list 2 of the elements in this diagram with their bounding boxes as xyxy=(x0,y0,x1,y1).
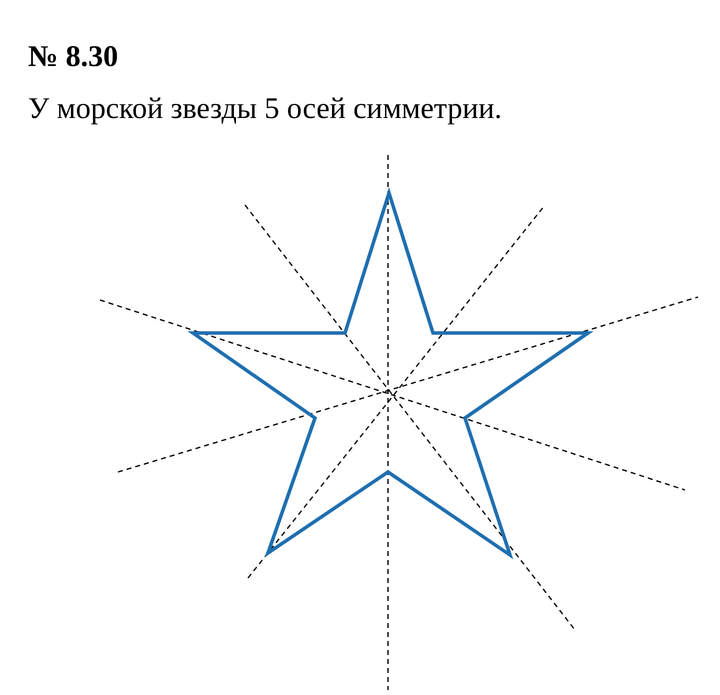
exercise-number: № 8.30 xyxy=(28,40,118,74)
statement-text: У морской звезды 5 осей симметрии. xyxy=(28,92,502,126)
